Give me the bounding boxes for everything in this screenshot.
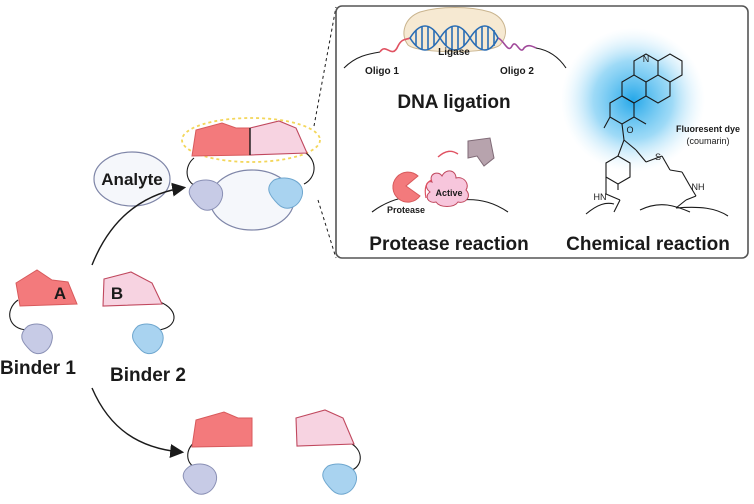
atom-s: S	[655, 152, 661, 162]
protease-label: Protease	[387, 205, 425, 215]
chemical-title: Chemical reaction	[566, 234, 730, 255]
fragment-a-letter: A	[54, 284, 66, 303]
protease-title: Protease reaction	[369, 234, 528, 255]
fragment-b	[102, 271, 163, 307]
oligo2-label: Oligo 2	[500, 66, 534, 77]
dye-glow	[561, 28, 705, 172]
released-fragment	[467, 137, 495, 167]
fragment-a	[15, 269, 78, 307]
cleaved-peptide	[437, 150, 459, 158]
proximity-highlight	[181, 117, 321, 163]
oligo1-strand	[379, 37, 411, 53]
dye-label-line1: Fluoresent dye	[676, 124, 740, 134]
analyte-label: Analyte	[101, 170, 162, 189]
bound-complex	[181, 117, 321, 231]
oligo2-strand	[497, 37, 537, 51]
binder2-group: B Binder 2	[102, 271, 186, 386]
dna-ligation-section: Ligase Oligo 1 Oligo 2 DNA ligation	[343, 7, 567, 113]
complex-binder2	[268, 177, 304, 209]
protease-section: Protease Active Protease reaction	[369, 137, 529, 255]
complex-linker-right	[303, 152, 315, 185]
unbound-fragment-b	[295, 409, 355, 447]
binder2-label: Binder 2	[110, 365, 186, 386]
complex-linker-left	[186, 157, 197, 187]
unbound-binder2	[322, 463, 358, 495]
upper-arrow	[91, 182, 187, 266]
dna-ligation-title: DNA ligation	[397, 92, 510, 113]
atom-n-top: N	[643, 54, 650, 64]
binder1-linker	[9, 299, 29, 331]
atom-nh-left: HN	[594, 192, 607, 202]
binder2-shape	[132, 323, 164, 355]
atom-nh-right: NH	[692, 182, 705, 192]
unbound-fragment-a	[191, 411, 253, 448]
binder1-shape	[21, 323, 53, 355]
complex-fragment-a	[191, 122, 251, 157]
active-enzyme	[425, 170, 469, 207]
oligo1-label: Oligo 1	[365, 66, 399, 77]
lower-arrow	[91, 387, 185, 458]
analyte: Analyte	[93, 151, 171, 207]
dye-label-line2: (coumarin)	[686, 136, 729, 146]
binder1-group: A Binder 1	[0, 269, 78, 379]
atom-o: O	[626, 125, 633, 135]
fragment-b-letter: B	[111, 284, 123, 303]
binder1-label: Binder 1	[0, 358, 76, 379]
callout-line-top	[313, 6, 337, 127]
chemical-section: N O S HN NH Fluoresent dye (coumarin) Ch…	[561, 28, 740, 255]
ligase-label: Ligase	[438, 47, 470, 58]
unbound-binder1	[182, 463, 218, 495]
callout-line-bottom	[317, 199, 337, 259]
binder2-linker	[157, 301, 175, 331]
coumarin-structure	[603, 53, 697, 213]
dna-helix	[409, 25, 499, 51]
complex-binder1	[188, 179, 224, 211]
protease-enzyme	[392, 171, 421, 203]
active-label: Active	[435, 188, 462, 198]
ligase-enzyme	[403, 7, 506, 53]
unbound-binders	[182, 409, 361, 495]
complex-fragment-b	[249, 120, 308, 156]
